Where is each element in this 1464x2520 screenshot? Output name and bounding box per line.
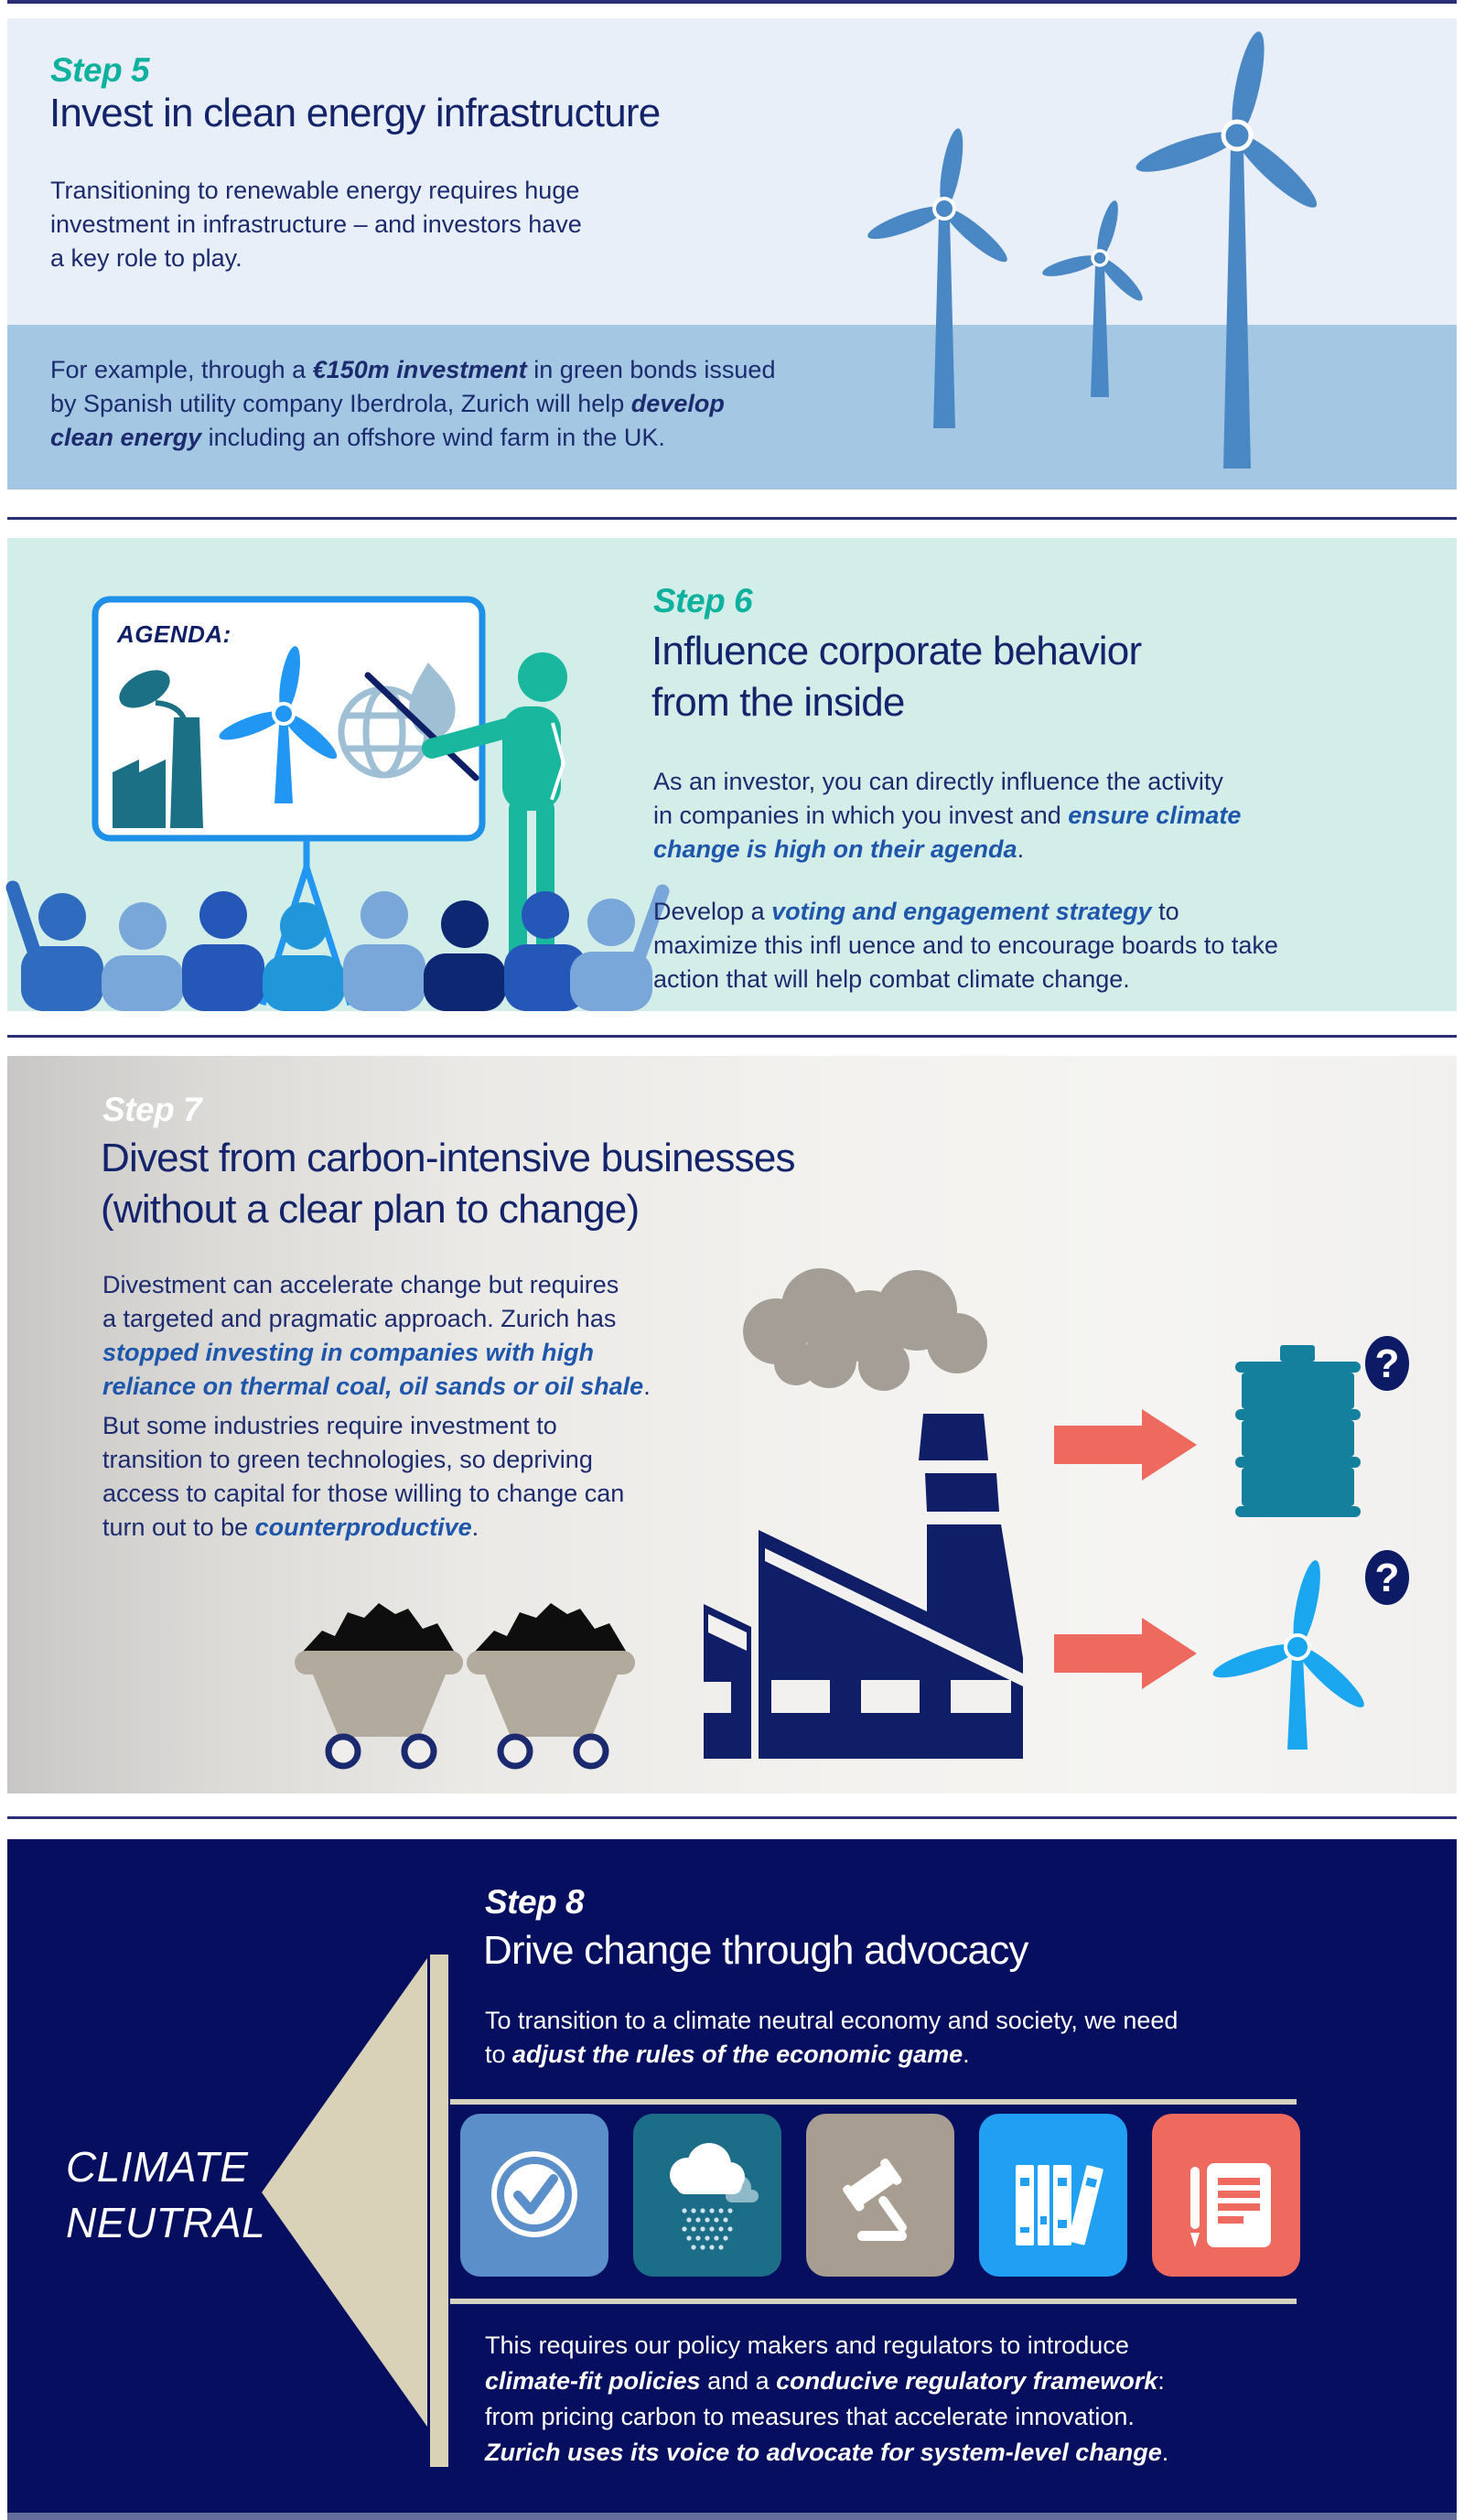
- step7-paragraph-2: But some industries require investment t…: [102, 1412, 625, 1541]
- step5-panel: [7, 18, 1457, 325]
- step6-paragraph-1: As an investor, you can directly influen…: [653, 768, 1242, 863]
- gavel-icon: [806, 2114, 954, 2277]
- step6-title: Influence corporate behavior from the in…: [651, 629, 1142, 726]
- step7-title: Divest from carbon-intensive businesses …: [101, 1136, 796, 1233]
- section-rule-1: [7, 517, 1457, 520]
- top-rule: [7, 0, 1457, 4]
- document-pen-icon: [1152, 2114, 1300, 2277]
- step7-paragraph-1: Divestment can accelerate change but req…: [102, 1271, 651, 1400]
- icon-row-divider-bottom: [450, 2299, 1297, 2304]
- section-rule-2: [7, 1035, 1457, 1038]
- step5-title: Invest in clean energy infrastructure: [49, 91, 661, 135]
- icon-row-divider-top: [450, 2099, 1297, 2105]
- check-badge-icon: [460, 2114, 608, 2277]
- step5-band-text: For example, through a €150m investment …: [50, 356, 776, 451]
- agenda-label: AGENDA:: [117, 620, 231, 648]
- step6-paragraph-2: Develop a voting and engagement strategy…: [653, 898, 1278, 993]
- climate-neutral-label: CLIMATE NEUTRAL: [66, 2143, 266, 2246]
- step8-label: Step 8: [485, 1883, 585, 1921]
- step5-label: Step 5: [50, 51, 150, 89]
- step5-body: Transitioning to renewable energy requir…: [50, 177, 582, 272]
- rain-cloud-icon: [633, 2114, 781, 2277]
- step7-label: Step 7: [102, 1091, 202, 1128]
- step5-sea-band: [7, 325, 1457, 490]
- bottom-edge: [7, 2513, 1457, 2520]
- step8-title: Drive change through advocacy: [483, 1928, 1028, 1973]
- step6-label: Step 6: [653, 582, 753, 619]
- section-rule-3: [7, 1816, 1457, 1819]
- books-icon: [979, 2114, 1127, 2277]
- policy-icon-row: [460, 2114, 1300, 2277]
- step8-paragraph-2: This requires our policy makers and regu…: [485, 2332, 1169, 2467]
- step8-paragraph-1: To transition to a climate neutral econo…: [485, 2007, 1179, 2068]
